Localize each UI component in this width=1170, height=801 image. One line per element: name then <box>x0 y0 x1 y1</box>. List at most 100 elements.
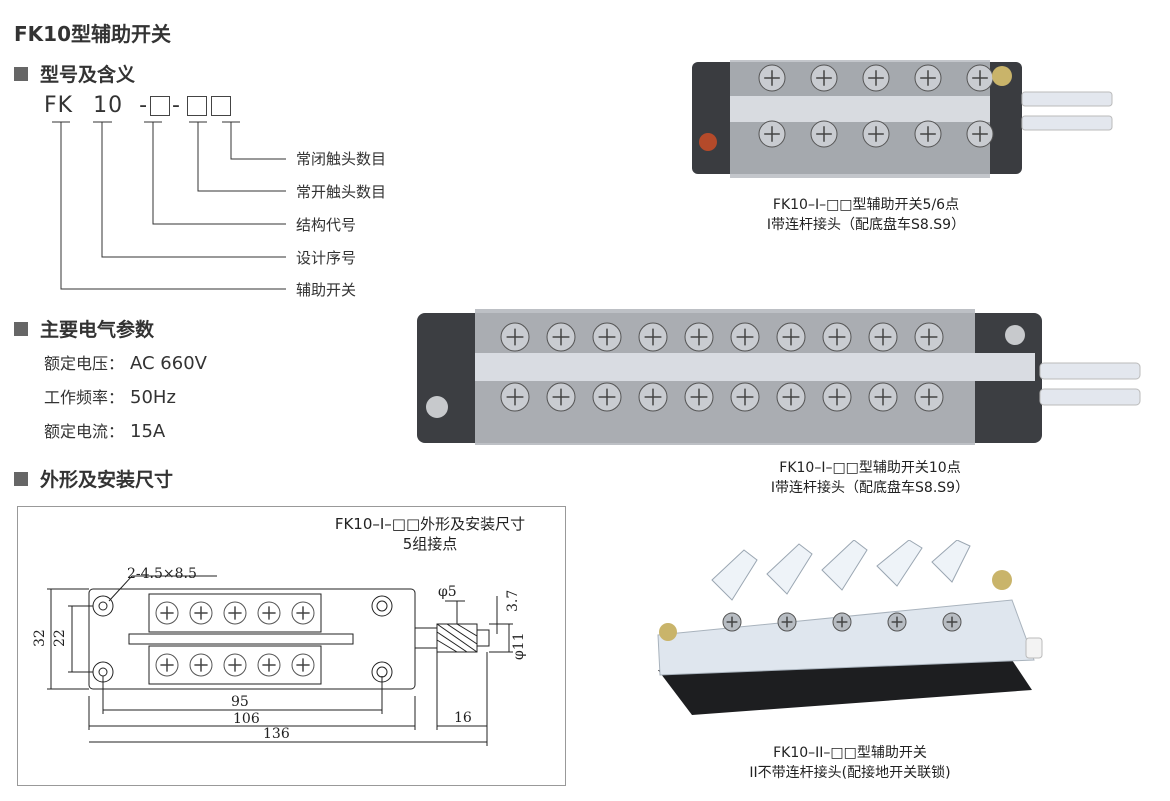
square-bullet-icon <box>14 321 28 336</box>
dimension-drawing: 2-4.5×8.5 32 22 95 106 136 16 φ5 3.7 φ11 <box>32 566 527 746</box>
model-code-dash-2: - <box>172 93 181 118</box>
photo2-terminal-bottom-slot <box>506 388 524 406</box>
section-dimensions-heading: 外形及安装尺寸 <box>14 465 173 492</box>
photo1-terminal-top-slot <box>868 70 884 86</box>
photo2-terminal-bottom-slot <box>690 388 708 406</box>
square-bullet-icon <box>14 66 28 81</box>
param-voltage-value: AC 660V <box>130 353 207 374</box>
diagram-terminal-top <box>223 601 247 625</box>
section-electrical-heading: 主要电气参数 <box>14 315 154 342</box>
dim-136: 136 <box>263 726 290 742</box>
photo2-caption-line2: I带连杆接头（配底盘车S8.S9） <box>770 480 970 496</box>
photo2-caption: FK10–I–□□型辅助开关10点 I带连杆接头（配底盘车S8.S9） <box>720 458 1020 498</box>
legend-no-count: 常开触头数目 <box>296 183 387 201</box>
photo2-terminal-top-slot <box>828 328 846 346</box>
legend-design-serial: 设计序号 <box>296 249 357 267</box>
photo3-terminals <box>722 612 962 632</box>
diagram-terminal-bottom-slot <box>228 658 242 672</box>
photo3-terminal-slot <box>891 616 903 628</box>
photo1-terminal-top-slot <box>816 70 832 86</box>
square-bullet-icon <box>14 471 28 486</box>
diagram-terminal-top <box>155 601 179 625</box>
diagram-terminal-top <box>257 601 281 625</box>
photo2-terminal-bottom-slot <box>874 388 892 406</box>
dim-95: 95 <box>231 694 249 710</box>
photo1-terminal-top-slot <box>920 70 936 86</box>
diagram-terminal-top <box>291 601 315 625</box>
photo2-terminal-bottom-slot <box>552 388 570 406</box>
photo3-terminal-slot <box>726 616 738 628</box>
dim-106: 106 <box>233 711 260 727</box>
diagram-terminal-bottom <box>155 653 179 677</box>
diagram-terminal-top-slot <box>160 606 174 620</box>
diagram-terminal-bottom <box>291 653 315 677</box>
param-current: 额定电流： 15A <box>44 418 165 442</box>
photo1-caption-line2: I带连杆接头（配底盘车S8.S9） <box>766 217 966 233</box>
photo2-terminal-top-slot <box>920 328 938 346</box>
model-code-prefix: FK <box>44 93 74 118</box>
photo1-terminal-bottom-slot <box>868 126 884 142</box>
photo2-terminal-top-slot <box>552 328 570 346</box>
photo1-caption: FK10–I–□□型辅助开关5/6点 I带连杆接头（配底盘车S8.S9） <box>716 195 1016 235</box>
photo1-terminal-bottom-slot <box>764 126 780 142</box>
photo2-terminal-bottom-slot <box>736 388 754 406</box>
legend-structure-code: 结构代号 <box>296 216 357 234</box>
model-code-number: 10 <box>93 93 124 118</box>
photo1-terminal-top-slot <box>764 70 780 86</box>
dim-32: 32 <box>32 629 48 647</box>
dim-3-7: 3.7 <box>505 590 521 612</box>
diagram-terminal-bottom-slot <box>194 658 208 672</box>
product-photo-10-point <box>417 309 1141 445</box>
legend-aux-switch: 辅助开关 <box>296 281 357 299</box>
diagram-title-line1: FK10–I–□□外形及安装尺寸 <box>334 515 526 533</box>
diagram-title: FK10–I–□□外形及安装尺寸 5组接点 <box>300 514 560 554</box>
diagram-terminal-bottom-slot <box>262 658 276 672</box>
photo1-terminal-bottom-slot <box>920 126 936 142</box>
dim-16: 16 <box>454 710 472 726</box>
diagram-terminal-bottom <box>257 653 281 677</box>
section-electrical-title: 主要电气参数 <box>40 319 155 341</box>
diagram-terminals <box>155 601 315 677</box>
dim-22: 22 <box>52 629 68 647</box>
diagram-title-line2: 5组接点 <box>402 535 458 553</box>
photo3-terminal-slot <box>946 616 958 628</box>
diagram-terminal-top-slot <box>296 606 310 620</box>
model-code: FK 10 -- <box>44 93 233 118</box>
param-voltage: 额定电压：AC 660V <box>44 350 207 374</box>
param-frequency-value: 50Hz <box>130 387 176 408</box>
section-model-title: 型号及含义 <box>40 64 136 86</box>
photo1-terminals <box>758 64 994 148</box>
diagram-terminal-top-slot <box>228 606 242 620</box>
diagram-terminal-top-slot <box>194 606 208 620</box>
photo1-terminal-top-slot <box>972 70 988 86</box>
photo2-terminal-top-slot <box>736 328 754 346</box>
legend-nc-count: 常闭触头数目 <box>296 150 387 168</box>
photo2-terminal-top-slot <box>598 328 616 346</box>
diagram-terminal-top-slot <box>262 606 276 620</box>
photo2-terminal-bottom-slot <box>782 388 800 406</box>
photo2-terminal-top-slot <box>690 328 708 346</box>
diagram-terminal-bottom <box>223 653 247 677</box>
dim-slot: 2-4.5×8.5 <box>127 566 197 582</box>
section-dimensions-title: 外形及安装尺寸 <box>40 469 174 491</box>
photo1-terminal-bottom-slot <box>972 126 988 142</box>
photo2-terminals <box>500 322 944 412</box>
param-current-label: 额定电流： <box>44 422 125 441</box>
photo2-terminal-bottom-slot <box>644 388 662 406</box>
product-photo-type-ii <box>657 540 1043 715</box>
model-code-dash-1: - <box>139 93 149 118</box>
param-current-value: 15A <box>130 421 166 442</box>
diagram-terminal-bottom-slot <box>160 658 174 672</box>
photo2-terminal-top-slot <box>782 328 800 346</box>
photo1-terminal-bottom-slot <box>816 126 832 142</box>
photo2-terminal-bottom-slot <box>920 388 938 406</box>
product-photo-5-6-point <box>692 60 1113 178</box>
dim-phi5: φ5 <box>438 584 457 600</box>
diagram-terminal-top <box>189 601 213 625</box>
param-frequency-label: 工作频率： <box>44 388 125 407</box>
photo2-caption-line1: FK10–I–□□型辅助开关10点 <box>779 460 961 476</box>
photo1-caption-line1: FK10–I–□□型辅助开关5/6点 <box>772 197 960 213</box>
photo2-terminal-bottom-slot <box>828 388 846 406</box>
photo2-terminal-bottom-slot <box>598 388 616 406</box>
model-code-box-1 <box>150 96 171 116</box>
